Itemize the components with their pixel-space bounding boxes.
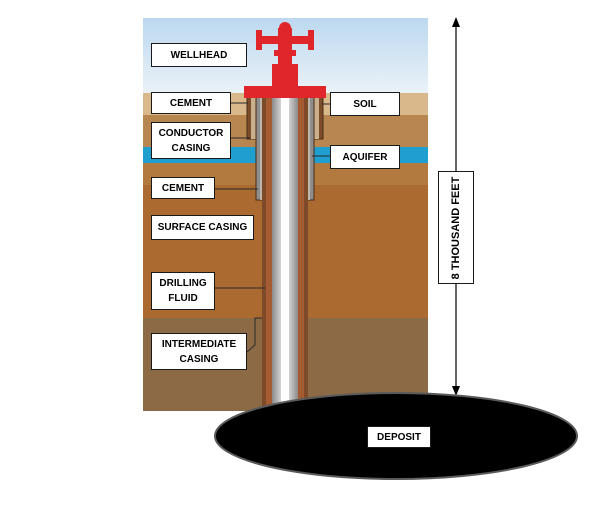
label-wellhead-text: WELLHEAD bbox=[170, 49, 228, 61]
label-deposit: DEPOSIT bbox=[367, 426, 431, 448]
well-casings bbox=[246, 94, 324, 413]
label-cement-mid-text: CEMENT bbox=[161, 182, 205, 194]
label-soil: SOIL bbox=[330, 92, 400, 116]
depth-label: 8 THOUSAND FEET bbox=[450, 176, 462, 279]
leader-lines bbox=[215, 102, 330, 353]
leader-intermediate bbox=[246, 317, 262, 353]
label-surface-casing-text: SURFACE CASING bbox=[157, 222, 248, 233]
depth-arrow-head-bottom bbox=[452, 386, 460, 396]
tubing-core bbox=[281, 95, 289, 405]
label-surface-casing: SURFACE CASING bbox=[151, 215, 254, 240]
label-intermediate-casing: INTERMEDIATE CASING bbox=[151, 333, 247, 370]
wellhead-right-wheel bbox=[308, 30, 314, 50]
label-soil-text: SOIL bbox=[353, 98, 377, 110]
label-drilling-line1: DRILLING bbox=[159, 278, 207, 289]
label-cement-top-text: CEMENT bbox=[169, 97, 213, 109]
label-drilling-line2: FLUID bbox=[168, 293, 198, 304]
wellhead-collar bbox=[274, 50, 296, 56]
wellhead-base bbox=[244, 86, 326, 98]
label-conductor-casing: CONDUCTOR CASING bbox=[151, 122, 231, 159]
label-conductor-line1: CONDUCTOR bbox=[158, 127, 224, 139]
depth-label-box: 8 THOUSAND FEET bbox=[438, 171, 474, 284]
label-deposit-text: DEPOSIT bbox=[377, 431, 421, 443]
label-cement-top: CEMENT bbox=[151, 92, 231, 114]
label-drilling-fluid: DRILLING FLUID bbox=[151, 272, 215, 310]
wellhead-valve bbox=[244, 22, 326, 98]
label-wellhead: WELLHEAD bbox=[151, 43, 247, 67]
label-aquifer: AQUIFER bbox=[330, 145, 400, 169]
wellhead-left-wheel bbox=[256, 30, 262, 50]
wellhead-arms bbox=[262, 36, 308, 44]
depth-arrow-head-top bbox=[452, 17, 460, 27]
wellhead-top bbox=[279, 22, 291, 34]
label-intermediate-line1: INTERMEDIATE bbox=[161, 338, 237, 350]
label-conductor-line2: CASING bbox=[171, 142, 211, 154]
wellhead-flange bbox=[272, 64, 298, 86]
label-aquifer-text: AQUIFER bbox=[342, 151, 388, 163]
label-intermediate-line2: CASING bbox=[179, 353, 219, 365]
label-cement-mid: CEMENT bbox=[151, 177, 215, 199]
